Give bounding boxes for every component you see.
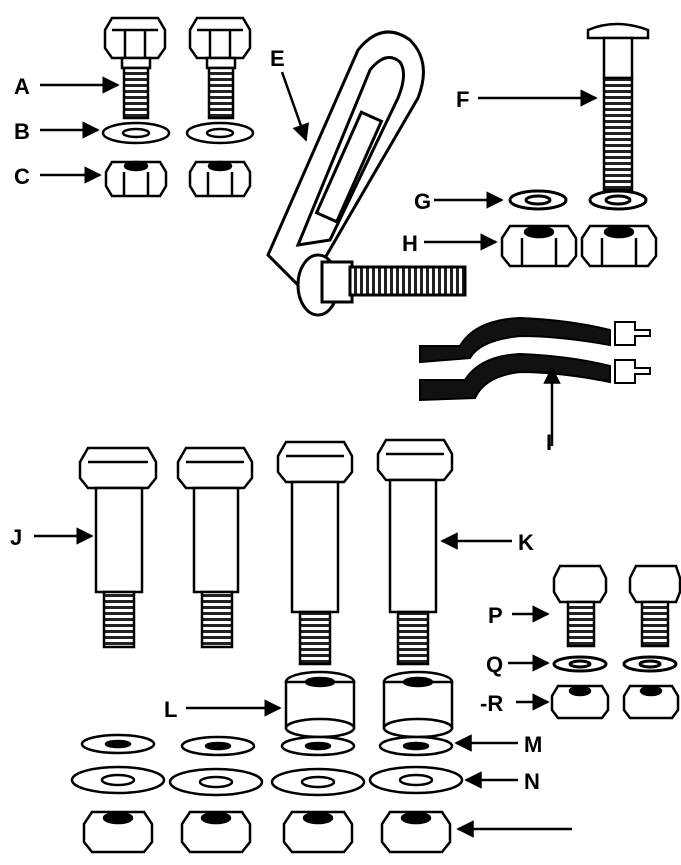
label-b: B	[14, 119, 30, 144]
label-n: N	[524, 769, 540, 794]
label-a: A	[14, 74, 30, 99]
spacer-l-left	[284, 670, 356, 739]
label-h: H	[402, 231, 418, 256]
nut-c-left	[104, 160, 168, 198]
label-m: M	[524, 732, 542, 757]
long-bolt-2	[176, 446, 254, 649]
spacer-l-right	[382, 670, 454, 739]
label-r: -R	[480, 691, 503, 716]
bolt-a-right	[188, 16, 252, 120]
washers-n	[70, 765, 464, 797]
washers-m	[80, 733, 454, 757]
label-k: K	[518, 530, 534, 555]
lock-washers-q	[552, 655, 678, 673]
nuts-r	[550, 684, 680, 720]
bottom-nuts	[82, 810, 452, 854]
label-p: P	[488, 603, 503, 628]
washer-b-right	[185, 121, 255, 145]
lock-washer-g-right	[588, 189, 648, 211]
label-j: J	[10, 525, 22, 550]
long-bolt-1	[78, 446, 158, 649]
label-i: I	[546, 430, 552, 455]
label-g: G	[414, 189, 431, 214]
label-f: F	[456, 87, 469, 112]
small-bolt-p-left	[552, 564, 608, 648]
nut-h-left	[500, 224, 578, 268]
label-c: C	[14, 164, 30, 189]
small-bolt-p-right	[628, 564, 681, 648]
lock-washer-g-left	[508, 189, 568, 211]
long-bolt-3	[276, 440, 354, 666]
washer-b-left	[101, 121, 171, 145]
callout-labels: A B C E F G H I J K L M N P Q -R	[10, 46, 552, 794]
bolt-a-left	[103, 16, 167, 120]
carriage-bolt-f	[586, 22, 650, 192]
label-e: E	[270, 46, 285, 71]
label-q: Q	[486, 652, 503, 677]
label-l: L	[164, 697, 177, 722]
leader-arrows	[34, 71, 598, 838]
long-bolt-4	[376, 438, 454, 666]
nut-c-right	[188, 160, 252, 198]
clamp-i	[419, 316, 651, 402]
nut-h-right	[580, 224, 658, 268]
u-bolt-e	[266, 30, 467, 317]
